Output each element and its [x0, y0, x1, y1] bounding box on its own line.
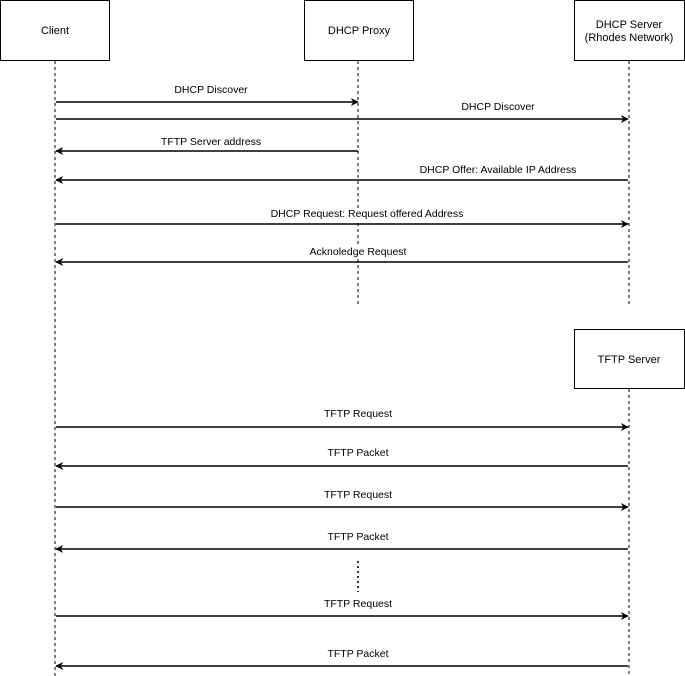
actor-dhcp-server: DHCP Server (Rhodes Network): [574, 0, 685, 61]
message-tftp-packet-3: TFTP Packet: [55, 648, 628, 670]
message-label: DHCP Discover: [461, 101, 535, 113]
actor-dhcp-proxy-label: DHCP Proxy: [328, 25, 391, 37]
message-acknowledge-request: Acknoledge Request: [55, 246, 628, 266]
message-tftp-request-3: TFTP Request: [56, 598, 629, 620]
message-label: TFTP Request: [324, 598, 392, 610]
actor-tftp-server-label: TFTP Server: [598, 354, 661, 366]
actor-dhcp-server-sublabel: (Rhodes Network): [585, 32, 674, 44]
message-tftp-packet-1: TFTP Packet: [55, 447, 628, 470]
message-dhcp-offer: DHCP Offer: Available IP Address: [55, 164, 628, 184]
message-dhcp-request: DHCP Request: Request offered Address: [56, 208, 629, 228]
actor-client-label: Client: [41, 25, 69, 37]
message-tftp-packet-2: TFTP Packet: [55, 531, 628, 553]
message-label: TFTP Server address: [161, 136, 261, 148]
message-tftp-request-2: TFTP Request: [56, 489, 629, 511]
actor-dhcp-proxy: DHCP Proxy: [304, 0, 414, 61]
actor-tftp-server: TFTP Server: [574, 329, 685, 389]
message-dhcp-discover-to-proxy: DHCP Discover: [56, 84, 359, 106]
message-label: TFTP Packet: [327, 531, 388, 543]
message-label: DHCP Offer: Available IP Address: [420, 164, 577, 176]
message-dhcp-discover-to-server: DHCP Discover: [56, 101, 629, 123]
message-label: TFTP Request: [324, 489, 392, 501]
message-label: TFTP Packet: [327, 648, 388, 660]
message-label: TFTP Packet: [327, 447, 388, 459]
message-label: Acknoledge Request: [310, 246, 407, 258]
message-label: TFTP Request: [324, 408, 392, 420]
message-label: DHCP Request: Request offered Address: [271, 208, 464, 220]
message-tftp-request-1: TFTP Request: [56, 408, 629, 431]
message-tftp-server-address: TFTP Server address: [55, 136, 358, 155]
message-label: DHCP Discover: [174, 84, 248, 96]
actor-dhcp-server-label: DHCP Server: [596, 19, 663, 31]
actor-client: Client: [0, 0, 110, 61]
